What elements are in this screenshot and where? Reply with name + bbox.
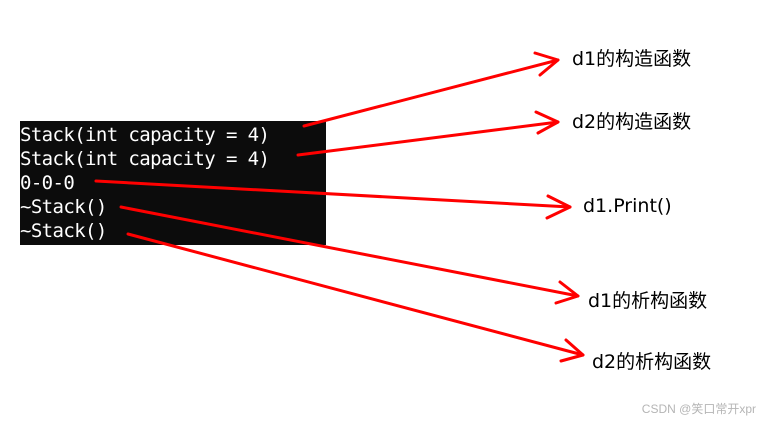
arrow-d2-destructor [126,232,585,363]
watermark: CSDN @笑口常开xpr [641,402,756,416]
arrow-d2-constructor [296,110,560,157]
console-window: Stack(int capacity = 4) Stack(int capaci… [20,121,326,245]
console-line-print: 0-0-0 [20,172,75,194]
console-line-destructor-1: ~Stack() [20,196,107,218]
console-line-constructor-d1: Stack(int capacity = 4) [20,124,270,146]
console-line-constructor-d2: Stack(int capacity = 4) [20,148,270,170]
label-d1-print: d1.Print() [583,195,672,217]
label-d2-destructor: d2的析构函数 [592,351,712,373]
label-d1-constructor: d1的构造函数 [572,48,692,70]
console-line-destructor-2: ~Stack() [20,220,107,242]
arrow-d1-constructor [302,51,560,128]
arrow-print [94,179,572,220]
arrow-d1-destructor [119,205,580,305]
label-d1-destructor: d1的析构函数 [588,290,708,312]
label-d2-constructor: d2的构造函数 [572,111,692,133]
